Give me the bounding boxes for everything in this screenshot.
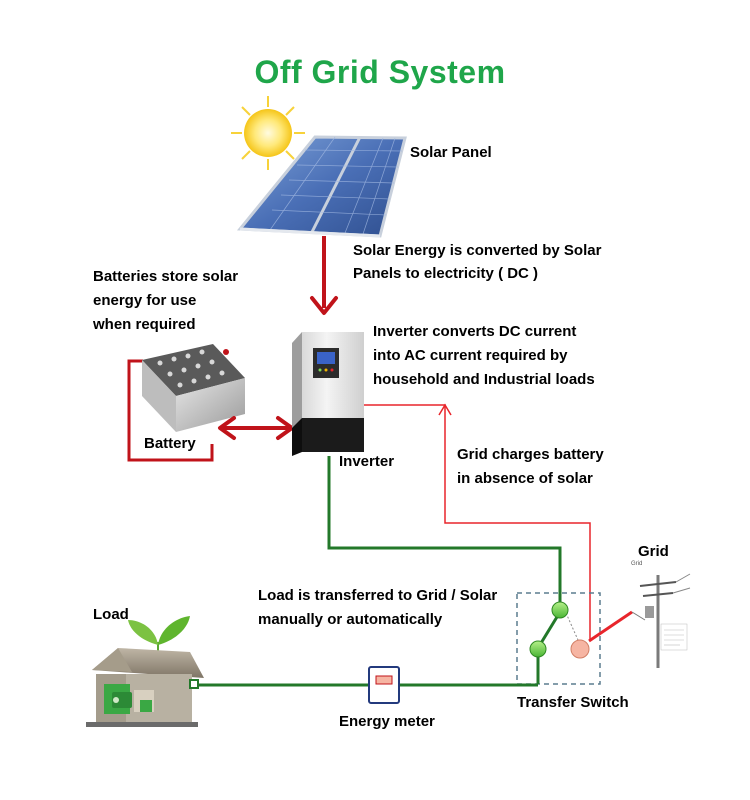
inverter-note-line-2: into AC current required by (373, 347, 568, 364)
grid-label: Grid (638, 543, 669, 560)
grid-feed-line (588, 610, 633, 643)
battery-note-line-1: Batteries store solar (93, 268, 239, 285)
load-label: Load (93, 606, 129, 623)
inverter-label: Inverter (339, 453, 395, 470)
transfer-switch (516, 592, 601, 685)
diagram-title: Off Grid System (254, 54, 506, 90)
battery-label: Battery (144, 435, 196, 452)
transfer-switch-label: Transfer Switch (517, 694, 629, 711)
battery-dc-wire (127, 359, 214, 462)
grid-to-inverter-line (364, 403, 591, 641)
battery-icon (142, 344, 245, 432)
load-note-line-2: manually or automatically (258, 611, 443, 628)
dc-arrow-panel-to-inverter (310, 236, 338, 315)
inverter-note-line-3: household and Industrial loads (373, 371, 595, 388)
load-note-line-1: Load is transferred to Grid / Solar (258, 587, 498, 604)
house-icon (86, 616, 204, 727)
solar-panel-label: Solar Panel (410, 144, 492, 161)
grid-charge-line-1: Grid charges battery (457, 446, 604, 463)
grid-pole-label: Grid (631, 561, 643, 567)
inverter-ac-line (327, 456, 562, 606)
solar-panel-icon (236, 135, 407, 238)
solar-note-line-2: Panels to electricity ( DC ) (353, 265, 539, 282)
solar-note-line-1: Solar Energy is converted by Solar (353, 242, 602, 259)
inverter-note-line-1: Inverter converts DC current (373, 323, 577, 340)
grid-charge-line-2: in absence of solar (457, 470, 593, 487)
energy-meter-icon (368, 666, 400, 704)
grid-pole-icon (631, 573, 691, 668)
battery-note-line-2: energy for use (93, 292, 197, 309)
battery-note-line-3: when required (93, 316, 196, 333)
battery-inverter-arrow (218, 416, 294, 440)
inverter-icon (292, 332, 364, 456)
energy-meter-label: Energy meter (339, 713, 435, 730)
sun-icon (231, 96, 305, 170)
